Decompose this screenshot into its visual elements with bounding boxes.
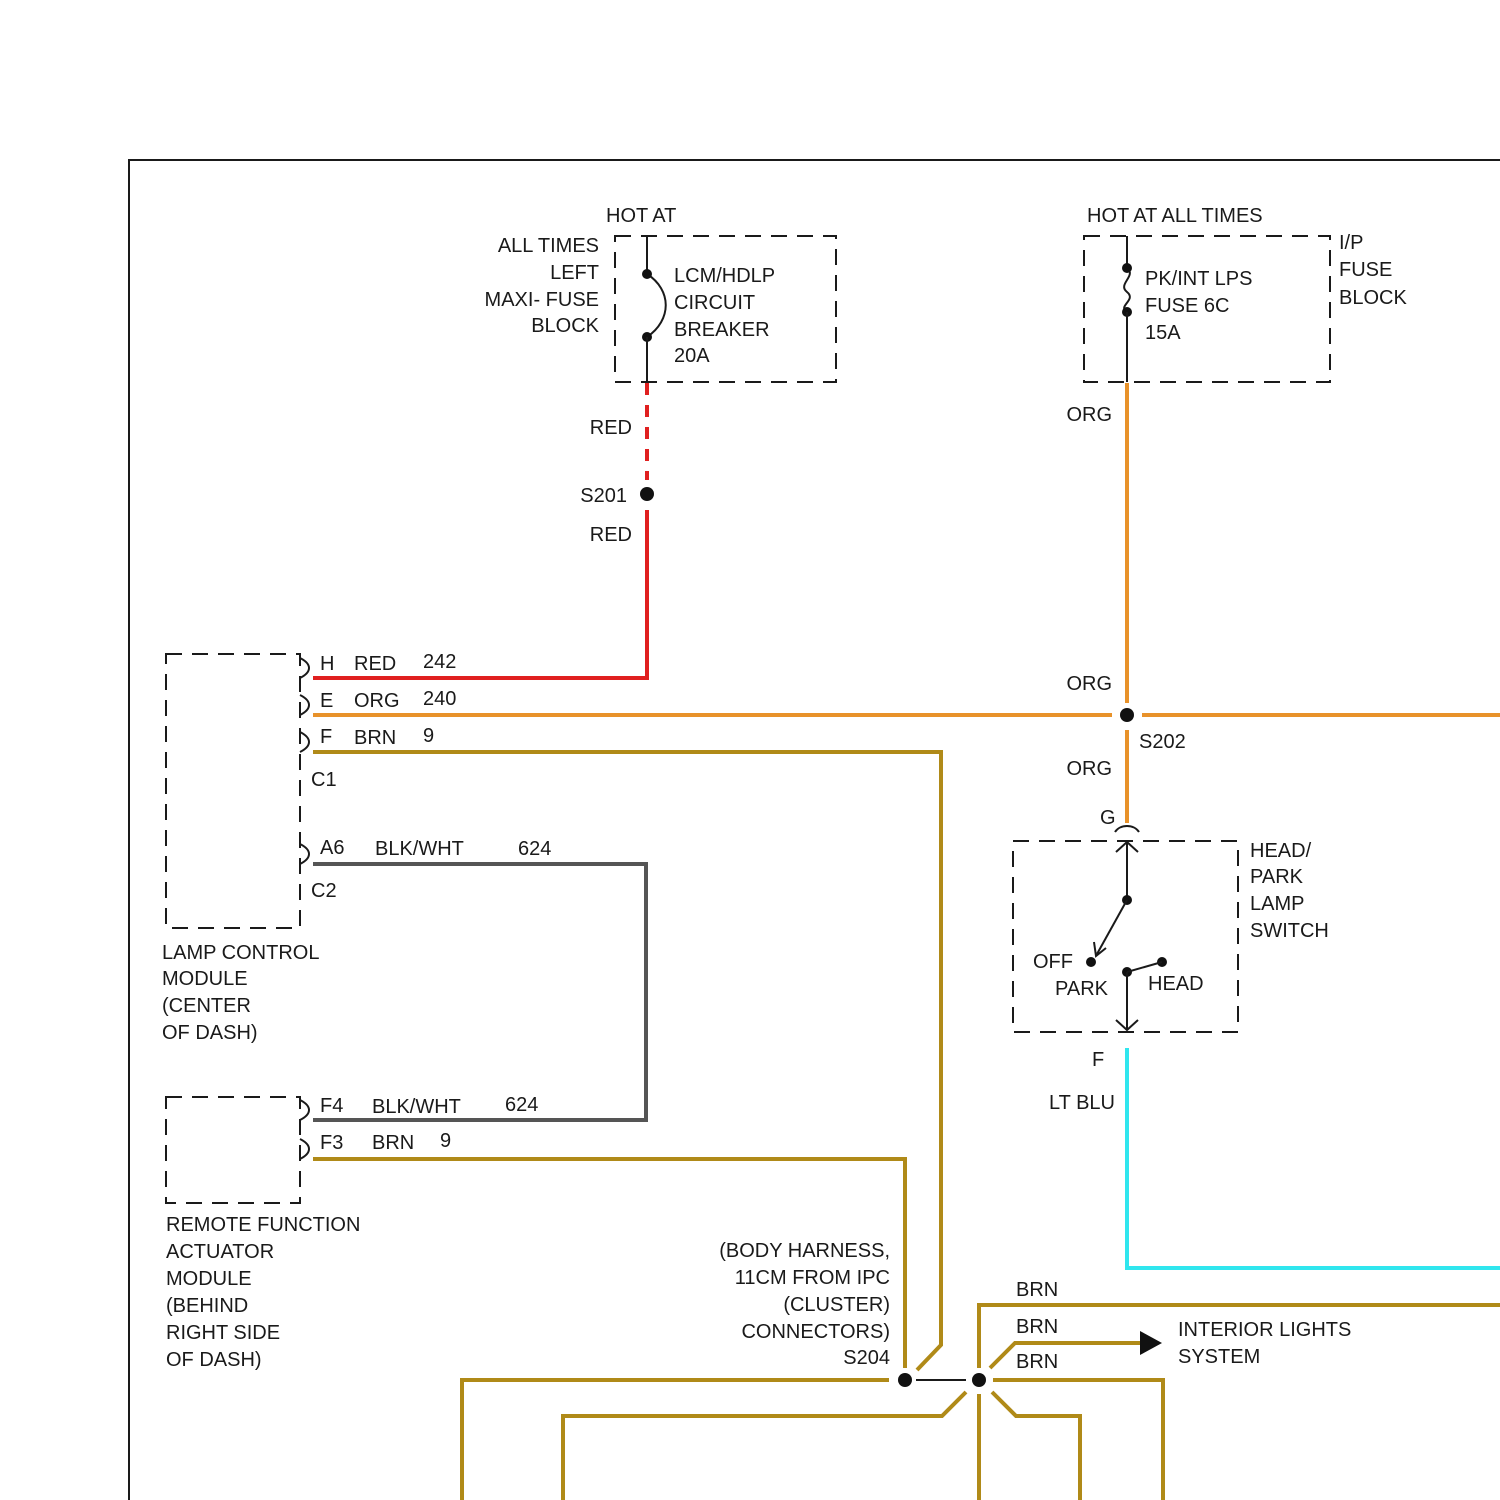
- fuse-block-1: I/P: [1339, 232, 1363, 254]
- wire-brn-inner-left: [563, 1392, 966, 1500]
- wire-label-org-mid: ORG: [1066, 673, 1112, 695]
- splice-s201-label: S201: [580, 485, 627, 507]
- breaker-source-4: BLOCK: [531, 315, 599, 337]
- splice-s202-dot: [1120, 708, 1134, 722]
- lcm-pin-h: H: [320, 653, 334, 675]
- body-harness-3: (CLUSTER): [783, 1294, 890, 1316]
- breaker-source-1: ALL TIMES: [498, 235, 599, 257]
- lcm-pin-a6: A6: [320, 837, 344, 859]
- lcm-pin-h-color: RED: [354, 653, 396, 675]
- switch-off: OFF: [1033, 951, 1073, 973]
- lcm-pin-f: F: [320, 726, 332, 748]
- lcm-pin-e-circuit: 240: [423, 688, 456, 710]
- rfa-pin-f4: F4: [320, 1095, 343, 1117]
- rfa-pin-f4-circuit: 624: [505, 1094, 538, 1116]
- lcm-pin-f-color: BRN: [354, 727, 396, 749]
- fuse-label-3: 15A: [1145, 322, 1181, 344]
- splice-s202-label: S202: [1139, 731, 1186, 753]
- wire-label-red-top: RED: [590, 417, 632, 439]
- wire-label-brn-3: BRN: [1016, 1351, 1058, 1373]
- rfa-name-6: OF DASH): [166, 1349, 262, 1371]
- lcm-name-3: (CENTER: [162, 995, 251, 1017]
- rfa-name-4: (BEHIND: [166, 1295, 248, 1317]
- breaker-source-2: LEFT: [550, 262, 599, 284]
- wire-brn-arrow: [990, 1343, 1142, 1368]
- lcm-name-1: LAMP CONTROL: [162, 942, 319, 964]
- rfa-name-1: REMOTE FUNCTION: [166, 1214, 360, 1236]
- fuse-block-3: BLOCK: [1339, 287, 1407, 309]
- wire-blkwht-624: [313, 864, 646, 1120]
- switch-head: HEAD: [1148, 973, 1204, 995]
- rfa-name-5: RIGHT SIDE: [166, 1322, 280, 1344]
- body-harness-2: 11CM FROM IPC: [735, 1267, 890, 1289]
- rfa-pin-f3-color: BRN: [372, 1132, 414, 1154]
- wire-label-lt-blu: LT BLU: [1049, 1092, 1115, 1114]
- lcm-pin-f-circuit: 9: [423, 725, 434, 747]
- lcm-name-2: MODULE: [162, 968, 248, 990]
- wire-brn-left: [462, 1380, 889, 1500]
- splice-s204-label: S204: [843, 1347, 890, 1369]
- wire-label-brn-2: BRN: [1016, 1316, 1058, 1338]
- wire-brn-inner-right: [992, 1392, 1080, 1500]
- rfa-name-3: MODULE: [166, 1268, 252, 1290]
- breaker-label-2: CIRCUIT: [674, 292, 755, 314]
- lcm-pin-a6-circuit: 624: [518, 838, 551, 860]
- rfa-name-2: ACTUATOR: [166, 1241, 274, 1263]
- splice-s204b-dot: [972, 1373, 986, 1387]
- switch-pin-g: G: [1100, 807, 1116, 829]
- lamp-control-module: [166, 654, 309, 928]
- wire-label-org-top: ORG: [1066, 404, 1112, 426]
- body-harness-4: CONNECTORS): [741, 1321, 890, 1343]
- wire-lt-blu: [1127, 1048, 1500, 1268]
- fuse-label-2: FUSE 6C: [1145, 295, 1229, 317]
- switch-name-1: HEAD/: [1250, 840, 1312, 862]
- arrow-icon: [1140, 1331, 1162, 1355]
- fuse-hot-at: HOT AT ALL TIMES: [1087, 205, 1263, 227]
- lcm-pin-e-color: ORG: [354, 690, 400, 712]
- remote-function-actuator: [166, 1097, 309, 1203]
- breaker-label-3: BREAKER: [674, 319, 770, 341]
- rfa-pin-f3: F3: [320, 1132, 343, 1154]
- switch-name-2: PARK: [1250, 866, 1304, 888]
- lcm-connector-c2: C2: [311, 880, 337, 902]
- rfa-pin-f3-circuit: 9: [440, 1130, 451, 1152]
- breaker-source-3: MAXI- FUSE: [485, 289, 599, 311]
- wire-label-brn-1: BRN: [1016, 1279, 1058, 1301]
- fuse-block-2: FUSE: [1339, 259, 1392, 281]
- switch-pin-f: F: [1092, 1049, 1104, 1071]
- interior-lights-2: SYSTEM: [1178, 1346, 1260, 1368]
- splice-s204-dot: [898, 1373, 912, 1387]
- switch-park: PARK: [1055, 978, 1109, 1000]
- rfa-pin-f4-color: BLK/WHT: [372, 1096, 461, 1118]
- wire-label-org-low: ORG: [1066, 758, 1112, 780]
- switch-name-3: LAMP: [1250, 893, 1304, 915]
- head-park-lamp-switch: [1013, 826, 1238, 1032]
- lcm-name-4: OF DASH): [162, 1022, 258, 1044]
- lcm-pin-h-circuit: 242: [423, 651, 456, 673]
- wire-label-red-bottom: RED: [590, 524, 632, 546]
- body-harness-1: (BODY HARNESS,: [719, 1240, 890, 1262]
- breaker-label-1: LCM/HDLP: [674, 265, 775, 287]
- switch-name-4: SWITCH: [1250, 920, 1329, 942]
- splice-s201-dot: [640, 487, 654, 501]
- lcm-pin-e: E: [320, 690, 333, 712]
- breaker-hot-at: HOT AT: [606, 205, 676, 227]
- lcm-connector-c1: C1: [311, 769, 337, 791]
- lcm-pin-a6-color: BLK/WHT: [375, 838, 464, 860]
- interior-lights-1: INTERIOR LIGHTS: [1178, 1319, 1351, 1341]
- breaker-label-4: 20A: [674, 345, 710, 367]
- fuse-label-1: PK/INT LPS: [1145, 268, 1252, 290]
